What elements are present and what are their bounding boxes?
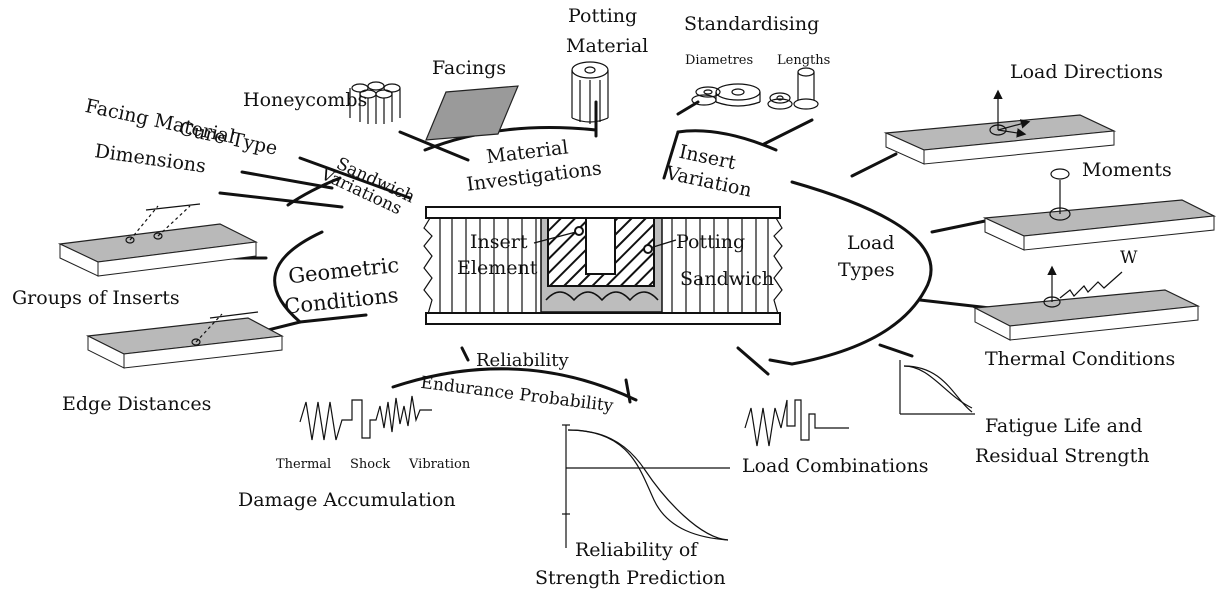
reliability-arc [391, 367, 638, 402]
investigations-label: Investigations [465, 157, 602, 195]
load-types-label-2: Types [838, 259, 895, 281]
diametres-label: Diametres [685, 53, 753, 68]
lengths-label: Lengths [777, 53, 830, 68]
standard-inserts-icon [691, 67, 819, 110]
sandwich-cross-section [423, 206, 783, 325]
load-combinations-signal [744, 399, 849, 447]
reliability-strength-label-2: Strength Prediction [535, 567, 726, 589]
plate-groups [57, 203, 259, 277]
fatigue-graph [899, 360, 975, 415]
potting-material-icon [571, 61, 609, 124]
w-label: W [1120, 248, 1138, 268]
plate-thermal [972, 265, 1201, 341]
potting-material-label-2: Material [566, 35, 648, 57]
fatigue-label-2: Residual Strength [975, 445, 1149, 467]
material-arc [423, 126, 598, 152]
conditions-label: Conditions [283, 283, 399, 319]
facing-sheet-icon [425, 85, 519, 141]
load-types-arc [790, 180, 933, 366]
reliability-strength-label-1: Reliability of [575, 539, 699, 561]
edge-distances-label: Edge Distances [62, 393, 211, 415]
groups-of-inserts-label: Groups of Inserts [12, 287, 180, 309]
facing-material-label: Facing Material [83, 95, 237, 148]
reliability-graph [562, 424, 730, 548]
dimensions-label: Dimensions [93, 140, 207, 177]
insert-element-label-1: Insert [470, 231, 528, 253]
thermal-signal-label: Thermal [276, 457, 331, 472]
honeycomb-icon [349, 81, 401, 124]
geometric-label: Geometric [287, 253, 400, 288]
damage-signal [299, 395, 432, 441]
plate-edge [85, 311, 284, 369]
fatigue-label-1: Fatigue Life and [985, 415, 1142, 437]
standardising-label: Standardising [684, 13, 819, 35]
damage-accumulation-label: Damage Accumulation [238, 489, 456, 511]
potting-label: Potting [676, 231, 745, 253]
load-combinations-label: Load Combinations [742, 455, 929, 477]
thermal-conditions-label: Thermal Conditions [985, 348, 1175, 370]
moments-label: Moments [1082, 159, 1172, 181]
vibration-signal-label: Vibration [408, 457, 471, 472]
sandwich-label: Sandwich [680, 268, 774, 290]
shock-signal-label: Shock [350, 457, 390, 472]
plate-load-directions [883, 89, 1117, 165]
honeycombs-label: Honeycombs [243, 89, 367, 111]
load-types-label-1: Load [847, 232, 895, 254]
potting-material-label-1: Potting [568, 5, 637, 27]
facings-label: Facings [432, 57, 506, 79]
plate-moments [982, 168, 1217, 251]
geometric-arc [273, 230, 324, 324]
reliability-label: Reliability [476, 350, 569, 371]
load-directions-label: Load Directions [1010, 61, 1163, 83]
insert-element-label-2: Element [457, 257, 538, 279]
